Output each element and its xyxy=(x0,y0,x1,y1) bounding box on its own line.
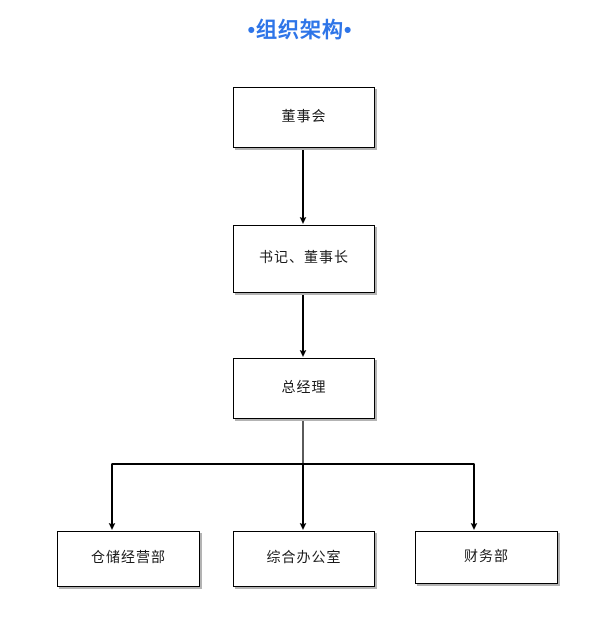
node-label: 董事会 xyxy=(281,109,327,125)
node-secretary-chairman[interactable]: 书记、董事长 xyxy=(233,225,375,293)
node-label: 仓储经营部 xyxy=(91,551,166,566)
node-label: 财务部 xyxy=(464,549,509,565)
node-finance-dept[interactable]: 财务部 xyxy=(415,531,558,584)
page-title: •组织架构• xyxy=(247,19,353,42)
node-label: 书记、董事长 xyxy=(259,251,349,266)
node-warehouse-operations-dept[interactable]: 仓储经营部 xyxy=(57,531,200,587)
node-general-office[interactable]: 综合办公室 xyxy=(233,531,375,587)
node-board-of-directors[interactable]: 董事会 xyxy=(233,87,375,148)
node-label: 综合办公室 xyxy=(266,551,342,566)
node-label: 总经理 xyxy=(281,380,327,396)
node-general-manager[interactable]: 总经理 xyxy=(233,358,375,419)
